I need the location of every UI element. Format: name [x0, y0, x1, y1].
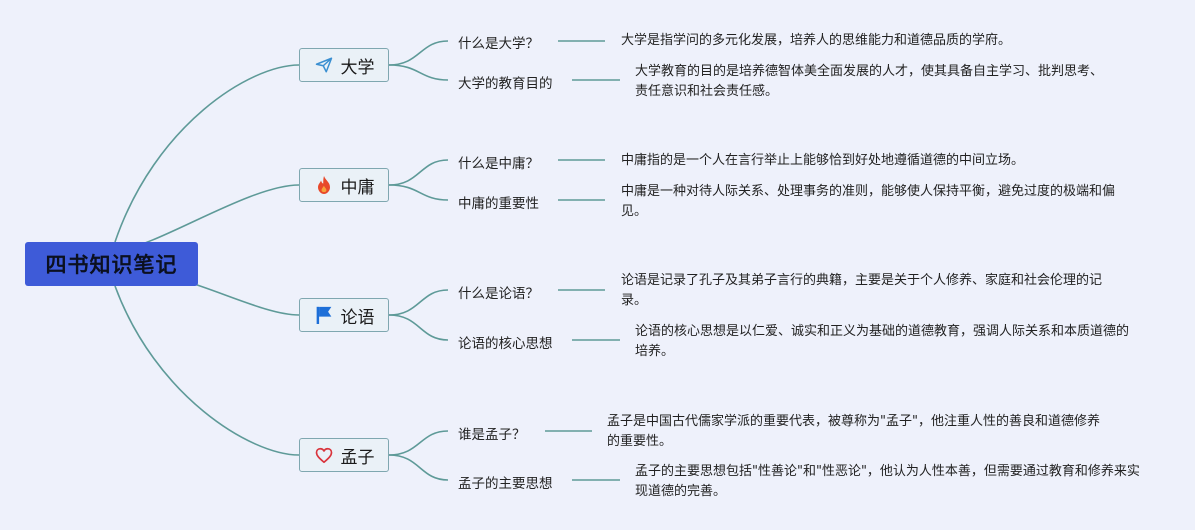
branch-zhongyong[interactable]: 中庸: [299, 168, 389, 202]
connector-line: [388, 430, 449, 456]
connector-line: [388, 159, 449, 186]
connector-line: [388, 40, 449, 66]
answer-node[interactable]: 孟子的主要思想包括"性善论"和"性恶论"，他认为人性本善，但需要通过教育和修养来…: [635, 464, 1140, 499]
question-node[interactable]: 论语的核心思想: [458, 336, 553, 352]
root-topic[interactable]: 四书知识笔记: [25, 242, 198, 286]
connector-line: [388, 314, 449, 341]
branch-mengzi[interactable]: 孟子: [299, 438, 389, 472]
branch-label: 论语: [340, 307, 375, 328]
answer-node[interactable]: 中庸指的是一个人在言行举止上能够恰到好处地遵循道德的中间立场。: [621, 153, 1025, 168]
branch-lunyu[interactable]: 论语: [299, 298, 389, 332]
question-node[interactable]: 什么是中庸？: [458, 156, 539, 172]
heart-icon: [314, 445, 334, 465]
branch-label: 中庸: [340, 177, 375, 198]
flag-icon: [314, 305, 334, 325]
branch-daxue[interactable]: 大学: [299, 48, 389, 82]
fire-icon: [314, 175, 334, 195]
connector-line: [388, 184, 449, 201]
question-node[interactable]: 什么是大学？: [458, 36, 539, 52]
connector-line: [388, 289, 449, 316]
question-node[interactable]: 中庸的重要性: [458, 196, 539, 212]
answer-node[interactable]: 论语是记录了孔子及其弟子言行的典籍，主要是关于个人修养、家庭和社会伦理的记录。: [621, 273, 1103, 308]
question-node[interactable]: 孟子的主要思想: [458, 476, 553, 492]
connector-line: [114, 285, 300, 456]
connector-line: [114, 64, 300, 243]
root-title: 四书知识笔记: [45, 253, 178, 277]
answer-node[interactable]: 大学教育的目的是培养德智体美全面发展的人才，使其具备自主学习、批判思考、责任意识…: [635, 64, 1104, 99]
answer-node[interactable]: 大学是指学问的多元化发展，培养人的思维能力和道德品质的学府。: [621, 33, 1012, 48]
connector-line: [119, 184, 300, 251]
answer-node[interactable]: 中庸是一种对待人际关系、处理事务的准则，能够使人保持平衡，避免过度的极端和偏见。: [621, 184, 1116, 219]
answer-node[interactable]: 孟子是中国古代儒家学派的重要代表，被尊称为"孟子"，他注重人性的善良和道德修养的…: [607, 414, 1100, 449]
question-node[interactable]: 谁是孟子？: [458, 427, 526, 443]
question-node[interactable]: 大学的教育目的: [458, 76, 553, 92]
paper-plane-icon: [314, 55, 334, 75]
connector-line: [388, 64, 449, 81]
branch-label: 孟子: [340, 447, 375, 468]
branch-label: 大学: [340, 57, 375, 78]
answer-node[interactable]: 论语的核心思想是以仁爱、诚实和正义为基础的道德教育，强调人际关系和本质道德的培养…: [635, 324, 1130, 359]
connector-line: [388, 454, 449, 481]
question-node[interactable]: 什么是论语？: [458, 286, 539, 302]
